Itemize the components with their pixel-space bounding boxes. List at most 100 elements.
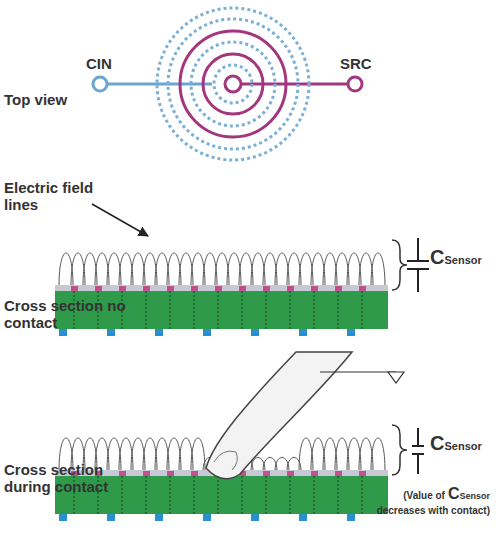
label-group: Top view [4, 92, 67, 109]
electrode [359, 286, 366, 291]
field-line [146, 476, 147, 514]
ground-pad [347, 514, 355, 521]
electrode [263, 471, 270, 476]
label: Cross section no contact [4, 298, 134, 331]
electrode [167, 471, 174, 476]
electrode [143, 471, 150, 476]
field-line [314, 476, 315, 514]
field-line [362, 476, 363, 514]
field-line [170, 476, 171, 514]
field-line [218, 291, 219, 329]
fingernail [214, 451, 237, 470]
cin-trace [107, 83, 212, 86]
subscript: Sensor [444, 440, 481, 452]
ground-pad [59, 329, 67, 336]
label: SRC [340, 56, 372, 73]
electrode [239, 286, 246, 291]
bracket [392, 425, 407, 475]
electrode [95, 286, 102, 291]
ground-pad [299, 329, 307, 336]
label-group: (Value ofCSensor [403, 485, 490, 503]
ground-pad [155, 329, 163, 336]
label: C [448, 485, 460, 503]
electrode [191, 286, 198, 291]
electrode [71, 286, 78, 291]
cin-pad [93, 77, 107, 91]
field-line [371, 253, 385, 286]
field-line [314, 291, 315, 329]
electrode [311, 471, 318, 476]
field-line [194, 476, 195, 514]
cross-section-no-contact [55, 253, 388, 336]
field-line [266, 291, 267, 329]
field-line [242, 291, 243, 329]
label: Top view [4, 92, 67, 109]
label: Electric field lines [4, 180, 114, 213]
ground-pad [107, 329, 115, 336]
label-group: CSensor [430, 432, 482, 454]
label: CIN [86, 56, 112, 73]
label-group: Electric field lines [4, 180, 114, 213]
ground-pad [155, 514, 163, 521]
label: Cross section during contact [4, 462, 134, 495]
electrode [143, 286, 150, 291]
electrode [215, 286, 222, 291]
electrode [287, 286, 294, 291]
ground-pad [59, 514, 67, 521]
label: C [430, 432, 444, 454]
electrode [359, 471, 366, 476]
electrode [311, 286, 318, 291]
ground-pad [107, 514, 115, 521]
ground-symbol [388, 372, 404, 383]
electrode [335, 471, 342, 476]
field-line [122, 476, 123, 514]
electrode [191, 471, 198, 476]
field-line [242, 476, 243, 514]
finger [206, 352, 352, 479]
electrode [167, 286, 174, 291]
field-line [194, 291, 195, 329]
label: C [430, 246, 444, 268]
cin-ring [168, 19, 298, 149]
src-trace [241, 83, 348, 86]
src-center [225, 76, 241, 92]
capacitor-symbol [412, 428, 424, 474]
ground-pad [299, 514, 307, 521]
leader-line [92, 204, 148, 236]
field-line [266, 476, 267, 514]
subscript: Sensor [459, 492, 490, 502]
label-group: SRC [340, 56, 372, 73]
bracket [392, 240, 407, 290]
cin-ring [157, 8, 309, 160]
field-line [290, 291, 291, 329]
field-line [338, 291, 339, 329]
ground-pad [347, 329, 355, 336]
field-line [362, 291, 363, 329]
electrode [119, 286, 126, 291]
cin-ring [214, 65, 252, 103]
electrode [287, 471, 294, 476]
ground-wire [320, 371, 396, 372]
src-ring [180, 31, 286, 137]
sensor-top-view [93, 8, 362, 160]
src-ring [203, 54, 263, 114]
electrode [119, 471, 126, 476]
label-group: decreases with contact) [377, 505, 490, 516]
field-line [371, 438, 385, 471]
ground-pad [203, 329, 211, 336]
label: (Value of [403, 490, 445, 501]
field-line [290, 476, 291, 514]
ground-pad [251, 329, 259, 336]
electrode [335, 286, 342, 291]
cin-ring [191, 42, 275, 126]
label-group: CSensor [430, 246, 482, 268]
label-group: Cross section during contact [4, 462, 134, 495]
overlay [55, 285, 388, 291]
field-line [218, 476, 219, 514]
label-group: Cross section no contact [4, 298, 134, 331]
capacitor-symbol [407, 238, 429, 292]
label: decreases with contact) [377, 505, 490, 516]
label-group: CIN [86, 56, 112, 73]
